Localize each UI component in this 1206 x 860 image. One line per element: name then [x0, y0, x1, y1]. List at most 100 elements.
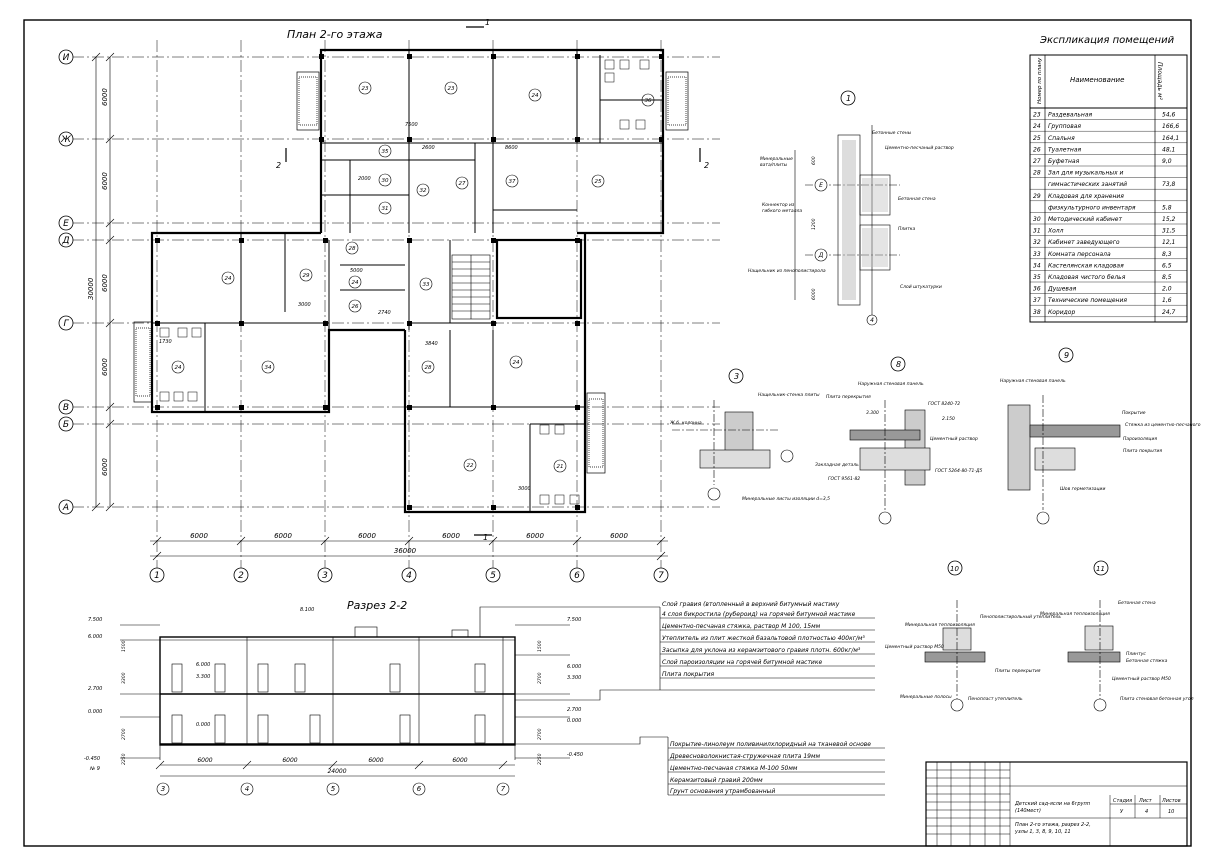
detail-9: 9 Наружная стеновая панель Покрытие Стяж…	[1000, 347, 1201, 525]
explication-cell-area: 15,2	[1162, 216, 1176, 223]
detail-label: Цементный раствор М50	[1112, 676, 1171, 682]
roof-layer: Слой гравия (втопленный в верхний битумн…	[662, 601, 840, 608]
inner-dim: 1730	[159, 339, 172, 345]
section-cut-marks	[285, 26, 701, 536]
explication-col-name: Наименование	[1070, 76, 1124, 84]
detail-label: Цементный раствор М50	[885, 644, 944, 650]
inner-dim: 2000	[358, 176, 371, 182]
room-number: 28	[349, 246, 356, 252]
row-axis-markers	[58, 49, 74, 515]
explication-cell-area: 48,1	[1162, 146, 1175, 153]
axis-col-label: 7	[658, 571, 664, 581]
detail-label: Наружная стеновая панель	[858, 381, 924, 387]
explication-cell-n: 32	[1033, 239, 1041, 246]
detail-label: Минеральная теплоизоляция	[905, 622, 975, 628]
detail-label: Цементный раствор	[930, 436, 978, 442]
detail-label: Бетонная стяжка	[1126, 658, 1168, 664]
room-number: 23	[362, 86, 369, 92]
explication-title: Экспликация помещений	[1039, 35, 1175, 46]
stamp-sheet: 4	[1145, 809, 1148, 815]
detail-label: Шов герметизации	[1060, 486, 1105, 492]
room-number: 30	[382, 178, 389, 184]
detail-label: Закладная деталь	[815, 462, 859, 468]
detail-label: Ж.б. колонна	[669, 420, 702, 426]
explication-cell-n: 34	[1033, 262, 1041, 269]
floor-layer: Цементно-песчаная стяжка М-100 50мм	[670, 765, 798, 772]
stamp-col-sheets: Листов	[1161, 798, 1181, 804]
bottom-dimension-chain	[150, 536, 668, 561]
axis-grid	[72, 40, 720, 568]
elev-left: 6.000	[88, 634, 102, 640]
room-number: 24	[225, 276, 232, 282]
section-axis: 4	[245, 785, 249, 793]
stamp-col-stage: Стадия	[1113, 798, 1132, 804]
explication-cell-n: 38	[1033, 309, 1041, 316]
explication-cell-n: 23	[1033, 112, 1041, 119]
detail-label: Плиты перекрытия	[995, 668, 1041, 674]
detail-label: Цементно-песчаный раствор	[885, 145, 954, 151]
explication-cell-name: физкультурного инвентаря	[1048, 204, 1136, 211]
explication-cell-area: 12,1	[1162, 239, 1175, 246]
detail-10: 10 Минеральная теплоизоляция Пенополисти…	[885, 560, 1061, 712]
room-number: 29	[303, 273, 310, 279]
elev-left: 2.700	[88, 686, 102, 692]
dim-label: 6000	[358, 532, 376, 540]
section-bottom-dim: 6000	[197, 757, 212, 764]
room-number: 34	[265, 365, 272, 371]
elev-right: 3.300	[567, 675, 581, 681]
roof-layer: Цементно-песчаная стяжка, раствор М 100,…	[662, 623, 821, 630]
room-number: 28	[425, 365, 432, 371]
axis-row-label: В	[63, 403, 69, 413]
axis-row-label: Г	[63, 319, 69, 329]
explication-cell-name: Буфетная	[1048, 158, 1080, 165]
explication-cell-n: 24	[1033, 123, 1041, 130]
detail-label: Минеральные полосы	[900, 694, 952, 700]
explication-border	[1029, 54, 1188, 323]
explication-cell-name: Холл	[1047, 228, 1064, 235]
explication-cell-name: Групповая	[1048, 123, 1081, 130]
elev-left: 0.000	[88, 709, 102, 715]
section-outline	[159, 636, 516, 746]
cut-mark-label: 1	[485, 18, 490, 27]
section-mark-label: 2	[276, 161, 281, 170]
roof-layer: Плита покрытия	[662, 671, 714, 678]
explication-cell-name: Коридор	[1048, 309, 1075, 316]
section-axis: 7	[501, 785, 506, 793]
room-number: 24	[513, 360, 520, 366]
elev-right: 2.700	[567, 707, 581, 713]
dim-label: 6000	[101, 274, 109, 292]
explication-cell-name: Методический кабинет	[1048, 216, 1122, 223]
explication-cell-area: 8,3	[1162, 251, 1172, 258]
plan-columns	[155, 54, 664, 510]
explication-cell-n: 31	[1033, 228, 1041, 235]
section-axis: 5	[331, 785, 336, 793]
explication-cell-name: Раздевальная	[1048, 112, 1093, 119]
explication-cell-name: Комната персонала	[1048, 251, 1111, 258]
elev-inner: 6.000	[196, 662, 210, 668]
dim-label: 6000	[190, 532, 208, 540]
detail-label: Наружная стеновая панель	[1000, 378, 1066, 384]
dim-label: 6000	[610, 532, 628, 540]
elev-right: 7.500	[567, 617, 581, 623]
stamp-stage: У	[1120, 809, 1124, 815]
axis-row-label: А	[62, 503, 69, 513]
axis-row-label: И	[63, 53, 70, 63]
explication-cell-n: 27	[1033, 158, 1041, 165]
room-number: 24	[175, 365, 182, 371]
stamp-project-2: (140мест)	[1015, 808, 1041, 814]
explication-cell-n: 26	[1033, 146, 1041, 153]
explication-cell-name: Кабинет заведующего	[1048, 239, 1120, 246]
detail-number: 10	[950, 565, 959, 573]
section-dim: 2700	[537, 728, 543, 740]
cut-mark-label: 1	[483, 533, 488, 542]
section-2-2: Разрез 2-2 8.100	[84, 599, 885, 796]
section-elevations	[120, 624, 570, 759]
detail-dim: 3.300	[866, 410, 879, 416]
section-bottom-dim: 6000	[368, 757, 383, 764]
detail-label: Слой штукатурки	[900, 284, 942, 290]
dim-label: 6000	[274, 532, 292, 540]
section-title: Разрез 2-2	[347, 599, 407, 612]
explication-cell-area: 73,8	[1162, 181, 1176, 188]
room-number: 32	[420, 188, 427, 194]
